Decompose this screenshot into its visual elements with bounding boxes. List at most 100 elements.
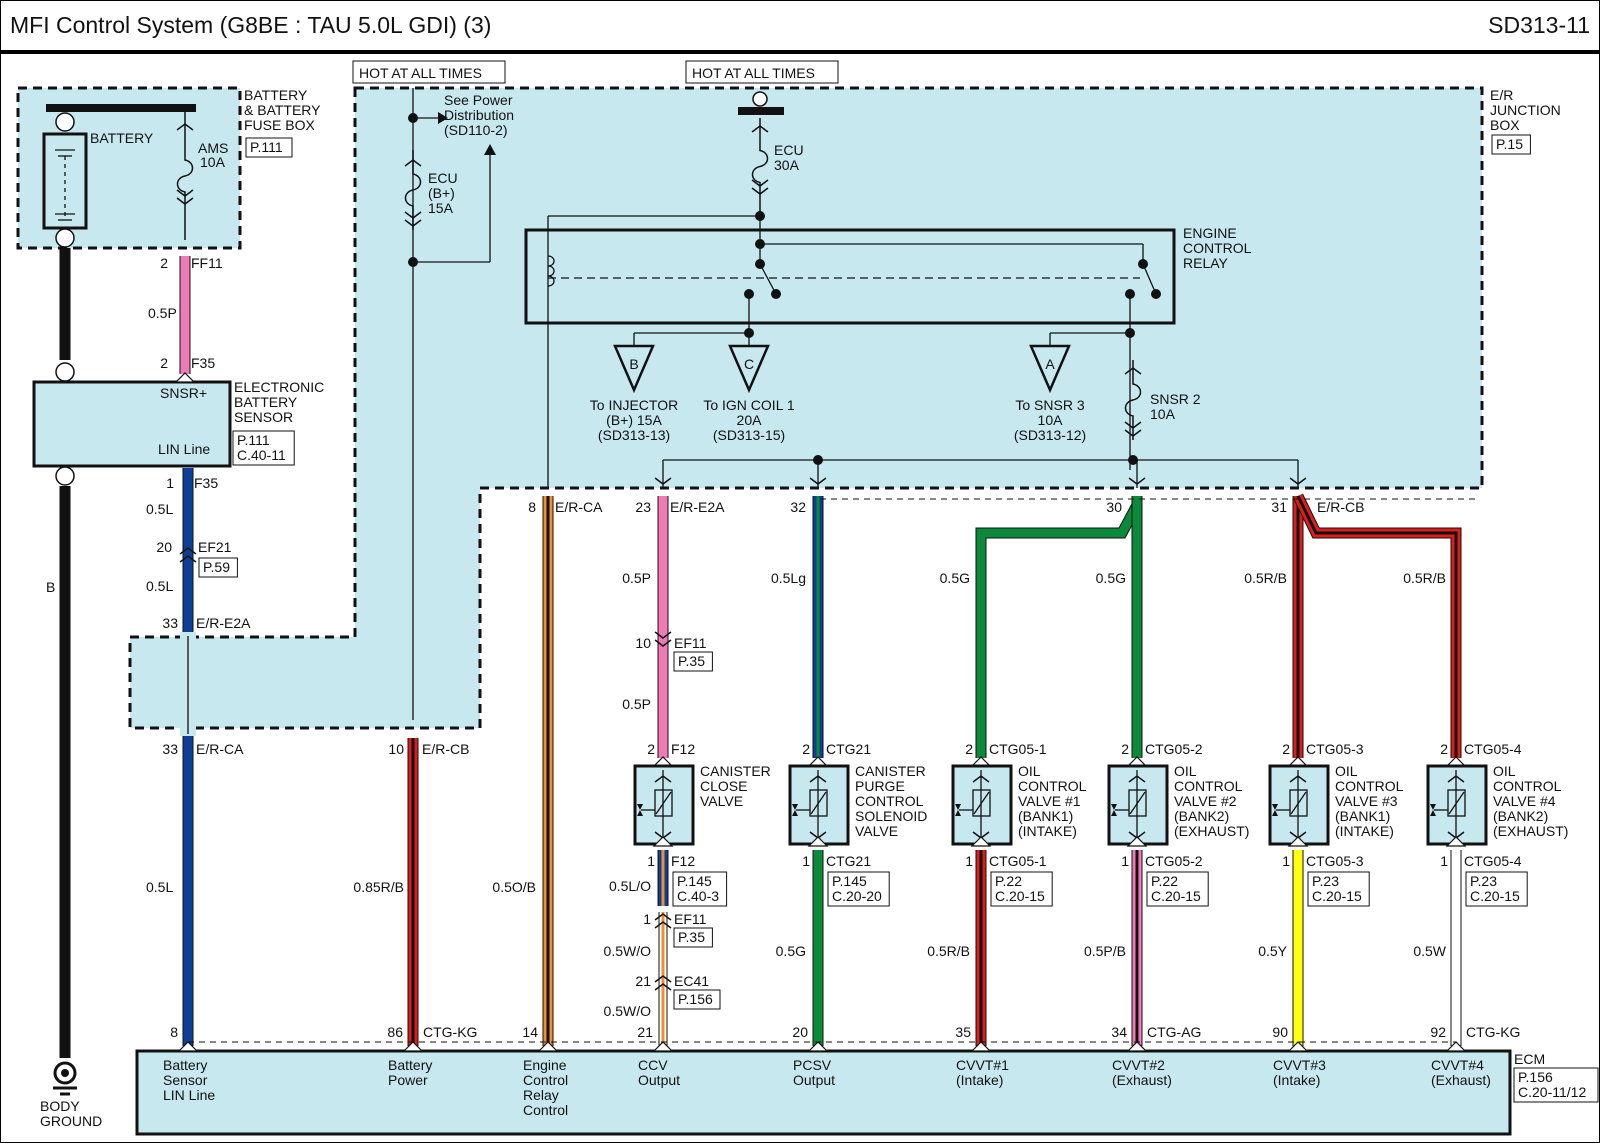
connector-chevron: [654, 639, 672, 647]
ecm-pin-label: CVVT#3: [1273, 1057, 1326, 1073]
solenoid-coil-icon: [1447, 789, 1466, 817]
wire-label: 0.5L: [146, 879, 173, 895]
connector-chevron: [751, 125, 769, 133]
valve-ref-3-box: [1146, 871, 1209, 907]
ecm-label: ECM: [1514, 1051, 1545, 1067]
connector-chevron: [654, 913, 672, 921]
ams-fuse-label: AMS: [198, 140, 228, 156]
ecu-bplus-fuse-label: (B+): [428, 185, 455, 201]
pin-number: 2: [647, 741, 655, 757]
valve-ref-2: P.22: [995, 873, 1022, 889]
ec41-ref: P.156: [678, 991, 713, 1007]
pin-number: 33: [162, 741, 178, 757]
pin-number: 1: [965, 853, 973, 869]
wire-ocv4-feed-tracer: [1296, 495, 1458, 758]
ecu-bplus-fuse-label: ECU: [428, 170, 458, 186]
valve-body: [1268, 764, 1330, 846]
pin-number: 10: [635, 635, 651, 651]
connector-chevron: [654, 775, 672, 783]
ecm-pin-number: 34: [1111, 1024, 1127, 1040]
battery-fuse-box-label: BATTERY: [244, 87, 308, 103]
pin-number: 1: [1282, 853, 1290, 869]
valve-label: VALVE: [700, 793, 743, 809]
connector-name: F35: [194, 475, 218, 491]
sensor-terminal: [55, 466, 75, 486]
arrow-up-icon: [484, 144, 496, 155]
connector-name: E/R-CB: [1317, 499, 1364, 515]
battery-sensor-ref-box: [232, 430, 295, 466]
connector-chevron: [809, 775, 827, 783]
pin-number: 1: [802, 853, 810, 869]
ecm-pin-label: CVVT#1: [956, 1057, 1009, 1073]
connector-name: EC41: [674, 973, 709, 989]
wire-label: 0.5W: [1413, 943, 1446, 959]
sensor-pin-snsr: SNSR+: [160, 385, 207, 401]
wire-label: 0.5G: [1096, 570, 1126, 586]
connector-name: CTG05-2: [1145, 853, 1203, 869]
solenoid-coil-icon: [972, 789, 991, 817]
valve-label: VALVE: [855, 823, 898, 839]
pin-terminal: [652, 836, 674, 847]
pin-terminal: [1126, 1041, 1148, 1052]
ecm-pin-number: 35: [955, 1024, 971, 1040]
sensor-pin-lin: LIN Line: [158, 441, 210, 457]
valve-actuator-icon: [955, 804, 961, 816]
connector-name: CTG05-4: [1464, 741, 1522, 757]
pin-terminal: [970, 836, 992, 847]
connector-chevron: [751, 179, 769, 187]
pin-terminal: [1445, 1041, 1467, 1052]
ecm-pin-number: 14: [522, 1024, 538, 1040]
junction-box-ref: P.15: [1496, 136, 1523, 152]
pin-terminal: [402, 1041, 424, 1052]
solenoid-slash: [655, 791, 672, 815]
pin-terminal: [970, 1041, 992, 1052]
connector-name: CTG05-3: [1306, 853, 1364, 869]
wire-label: 0.5W/O: [604, 1003, 652, 1019]
valve-label: PURGE: [855, 778, 905, 794]
connector-name: CTG05-2: [1145, 741, 1203, 757]
offpage-label: To SNSR 3: [1015, 397, 1084, 413]
ecm-pin-label: (Intake): [1273, 1072, 1320, 1088]
ef11-ref: P.35: [678, 653, 705, 669]
ecm-pin-label: Engine: [523, 1057, 567, 1073]
valve-label: OIL: [1018, 763, 1041, 779]
hot-label-box: [352, 60, 506, 84]
connector-name: E/R-E2A: [670, 499, 725, 515]
offpage-connector-A: [1029, 344, 1071, 394]
hot-at-all-times-label: HOT AT ALL TIMES: [692, 65, 815, 81]
pin-number: 2: [802, 741, 810, 757]
connector-chevron: [404, 159, 422, 167]
wire-label: 0.5P/B: [1084, 943, 1126, 959]
snsr2-fuse-label: 10A: [1150, 406, 1176, 422]
wire-label: 0.5P: [622, 570, 651, 586]
connector-name: EF21: [198, 539, 232, 555]
engine-control-relay: [524, 228, 1176, 325]
offpage-label: (SD313-13): [598, 427, 670, 443]
offpage-letter: B: [629, 356, 638, 372]
ecu-30a-fuse-label: 30A: [774, 157, 800, 173]
pin-number: 1: [1440, 853, 1448, 869]
valve-body: [633, 764, 695, 846]
valve-ref-1: C.20-20: [832, 888, 882, 904]
ecm-ref-box: [1513, 1067, 1599, 1103]
ecm-connector-name: CTG-AG: [1147, 1024, 1201, 1040]
pin-number: 2: [160, 355, 168, 371]
connector-chevron: [654, 477, 672, 485]
solenoid-slash: [1290, 791, 1307, 815]
connector-name: CTG21: [826, 853, 871, 869]
battery-fuse-box-ref-box: [245, 137, 293, 158]
engine-control-relay-label: RELAY: [1183, 255, 1229, 271]
connector-chevron: [176, 189, 194, 197]
connector-name: E/R-CA: [555, 499, 603, 515]
ecm-pin-number: 92: [1430, 1024, 1446, 1040]
junction-box-label: BOX: [1490, 117, 1520, 133]
body-ground-label: GROUND: [40, 1113, 102, 1129]
body-ground-label: BODY: [40, 1098, 80, 1114]
offpage-connector-B: [613, 344, 655, 394]
connector-name: E/R-E2A: [196, 615, 251, 631]
pin-number: 10: [388, 741, 404, 757]
ecu-30a-fuse-icon: [751, 118, 769, 215]
junction-box-label: E/R: [1490, 87, 1513, 103]
valve-actuator-icon: [792, 804, 798, 816]
connector-chevron: [654, 983, 672, 991]
